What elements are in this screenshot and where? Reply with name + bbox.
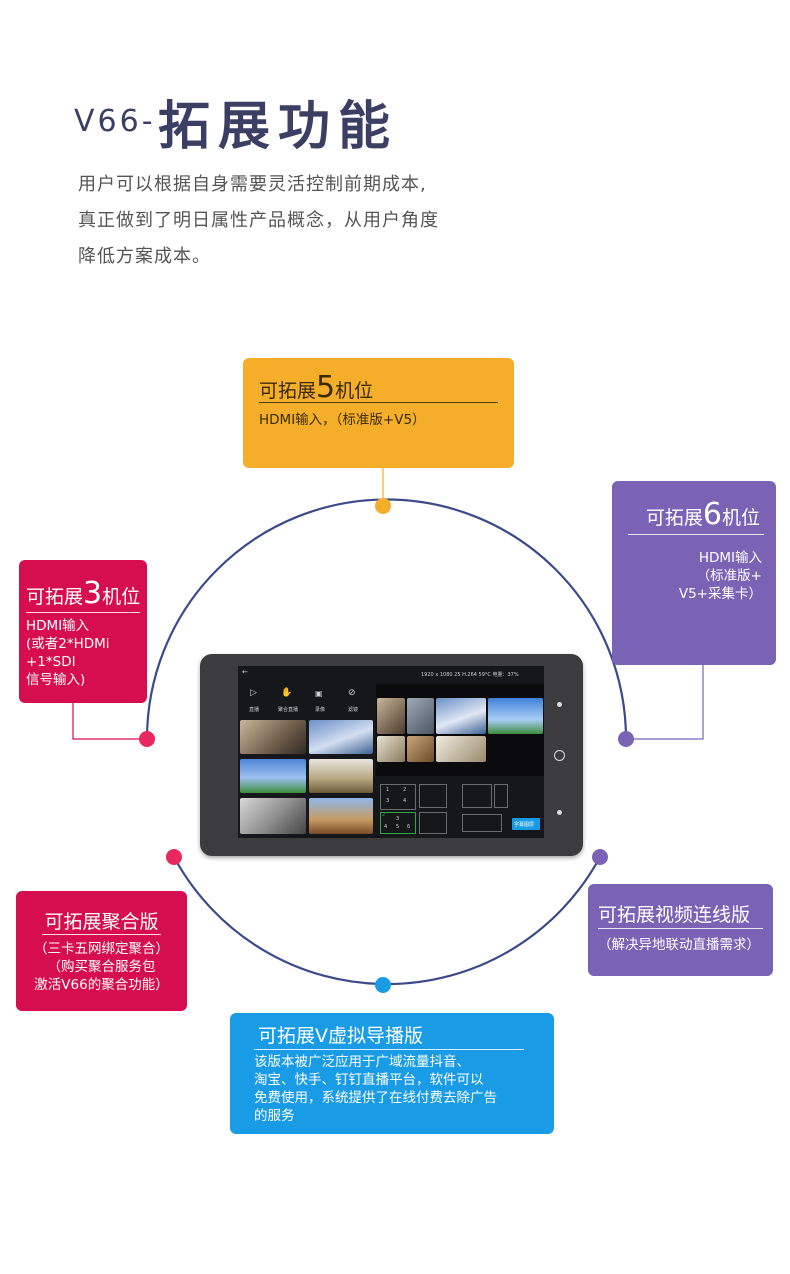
filter-icon: ⊘ xyxy=(348,688,356,698)
connector-left xyxy=(72,703,147,740)
control-pad-3[interactable] xyxy=(462,784,492,808)
dot-left-upper xyxy=(139,731,155,747)
keypad2-key-4[interactable]: 4 xyxy=(384,824,388,830)
source-thumb-2[interactable] xyxy=(309,720,373,754)
tool-label-filter: 滤镜 xyxy=(348,707,359,713)
intro-line-1: 用户可以根据自身需要灵活控制前期成本, xyxy=(78,174,427,195)
source-thumb-3[interactable] xyxy=(240,759,306,793)
caption-layer-button-label: 字幕图层 xyxy=(514,822,535,828)
back-arrow-icon: ← xyxy=(242,668,248,676)
intro-line-2: 真正做到了明日属性产品概念，从用户角度 xyxy=(78,210,439,231)
device-status-text: 1920 x 1080 25 H.264 59°C 电量：37% xyxy=(421,672,519,678)
card-6-title: 可拓展6机位 xyxy=(645,497,760,532)
source-thumb-6[interactable] xyxy=(309,798,373,834)
program-preview xyxy=(376,684,544,776)
camera-icon: ▣ xyxy=(315,689,323,698)
lower-arc xyxy=(173,856,601,986)
card-agg-title: 可拓展聚合版 xyxy=(44,911,159,933)
card-v-desc: 该版本被广泛应用于广域流量抖音、 淘宝、快手、钉钉直播平台，软件可以 免费使用，… xyxy=(254,1054,497,1124)
device-home-button xyxy=(554,750,565,761)
card-6-rule xyxy=(628,534,764,535)
card-6-desc: HDMI输入 （标准版+ V5+采集卡） xyxy=(678,550,762,602)
keypad-key-1[interactable]: 1 xyxy=(386,787,390,793)
card-expand-video-link: 可拓展视频连线版 （解决异地联动直播需求） xyxy=(588,884,773,976)
control-pad-4[interactable] xyxy=(494,784,508,808)
card-expand-5-positions: 可拓展5机位 HDMI输入，（标准版+V5） xyxy=(243,358,514,468)
tool-label-aggregate: 聚合直播 xyxy=(278,707,299,713)
card-v-title: 可拓展V虚拟导播版 xyxy=(258,1025,423,1047)
source-thumb-1[interactable] xyxy=(240,720,306,754)
source-thumb-4[interactable] xyxy=(309,759,373,793)
dot-bottom xyxy=(375,977,391,993)
card-link-desc: （解决异地联动直播需求） xyxy=(598,937,760,953)
card-5-rule xyxy=(259,402,498,403)
hand-icon: ✋ xyxy=(281,688,293,698)
keypad-key-3[interactable]: 3 xyxy=(386,798,390,804)
card-link-title: 可拓展视频连线版 xyxy=(598,904,751,926)
card-5-title: 可拓展5机位 xyxy=(259,370,374,405)
keypad2-key-2[interactable]: 2 xyxy=(382,812,386,818)
caption-layer-button[interactable]: 字幕图层 xyxy=(512,818,540,830)
keypad-key-2[interactable]: 2 xyxy=(403,787,407,793)
keypad-group-2[interactable] xyxy=(380,812,416,834)
card-v-rule xyxy=(254,1049,524,1050)
device-button-dot-bottom xyxy=(557,810,562,815)
card-expand-aggregate: 可拓展聚合版 （三卡五网绑定聚合） （购买聚合服务包 激活V66的聚合功能） xyxy=(16,891,187,1011)
card-3-rule xyxy=(26,612,140,613)
dot-top xyxy=(375,498,391,514)
card-3-desc: HDMI输入 (或者2*HDMi +1*SDI 信号输入) xyxy=(26,618,110,688)
keypad2-key-3[interactable]: 3 xyxy=(396,816,400,822)
device-button-dot-top xyxy=(557,702,562,707)
tool-label-record: 录像 xyxy=(315,707,326,713)
keypad2-key-5[interactable]: 5 xyxy=(396,824,400,830)
card-expand-6-positions: 可拓展6机位 HDMI输入 （标准版+ V5+采集卡） xyxy=(612,481,776,665)
page-title-prefix: V66- xyxy=(74,104,156,139)
control-pad-7[interactable] xyxy=(462,814,502,832)
intro-line-3: 降低方案成本。 xyxy=(78,246,211,267)
keypad2-key-6[interactable]: 6 xyxy=(407,824,411,830)
dot-right-upper xyxy=(618,731,634,747)
card-5-desc: HDMI输入，（标准版+V5） xyxy=(259,412,426,428)
control-pad-2[interactable] xyxy=(419,784,447,808)
card-expand-virtual-director: 可拓展V虚拟导播版 该版本被广泛应用于广域流量抖音、 淘宝、快手、钉钉直播平台，… xyxy=(230,1013,554,1134)
page-title: 拓展功能 xyxy=(158,97,399,157)
source-thumb-5[interactable] xyxy=(240,798,306,834)
device-screen: ← 1920 x 1080 25 H.264 59°C 电量：37% ▷ ✋ ▣… xyxy=(238,666,544,838)
card-link-rule xyxy=(598,928,763,929)
card-agg-rule xyxy=(42,934,161,935)
keypad-group-1[interactable] xyxy=(380,784,416,810)
keypad-key-4[interactable]: 4 xyxy=(403,798,407,804)
dot-left-lower xyxy=(166,849,182,865)
card-agg-desc: （三卡五网绑定聚合） （购买聚合服务包 激活V66的聚合功能） xyxy=(34,941,169,993)
play-icon: ▷ xyxy=(250,688,257,698)
card-3-title: 可拓展3机位 xyxy=(26,576,141,611)
control-pad-6[interactable] xyxy=(419,812,447,834)
dot-right-lower xyxy=(592,849,608,865)
card-expand-3-positions: 可拓展3机位 HDMI输入 (或者2*HDMi +1*SDI 信号输入) xyxy=(19,560,147,703)
tool-label-live: 直播 xyxy=(249,707,260,713)
connector-right xyxy=(626,665,704,740)
